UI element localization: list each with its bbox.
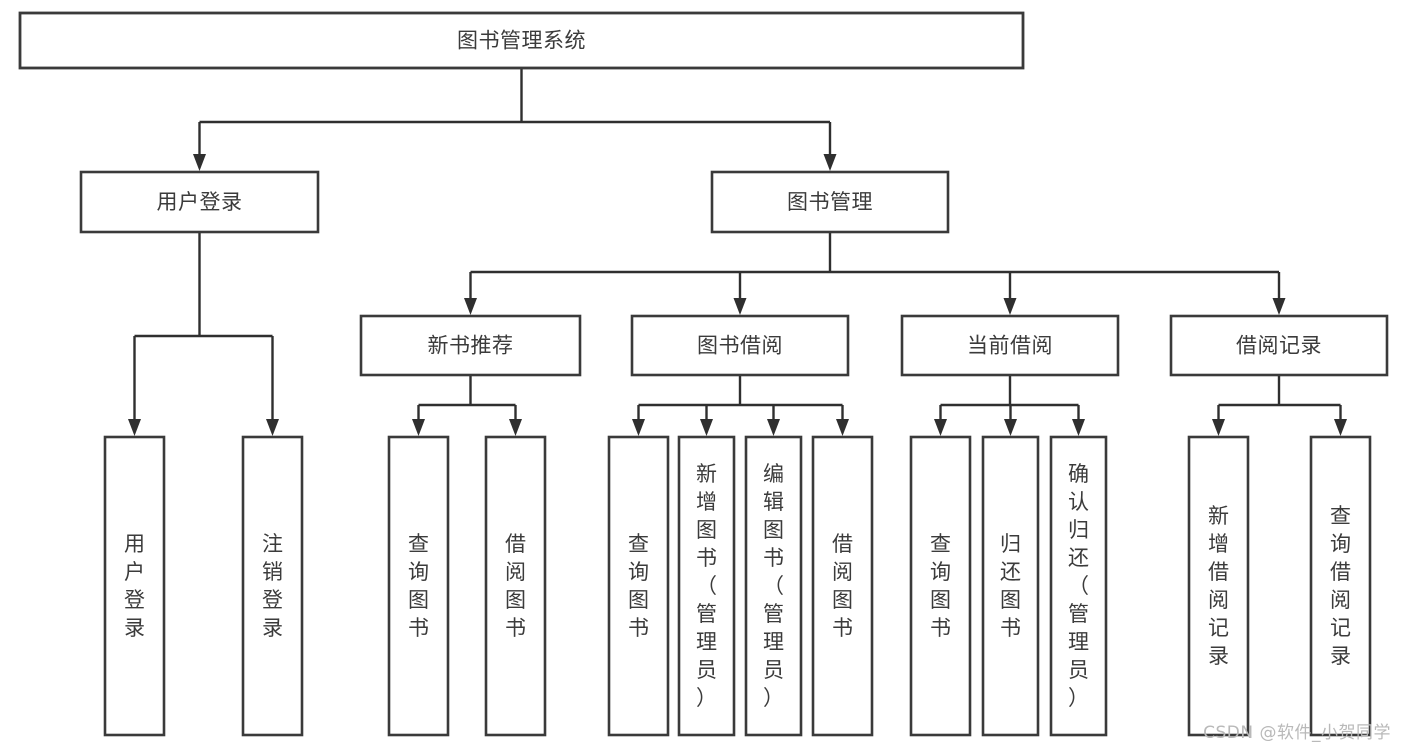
node-label: 当前借阅	[967, 334, 1053, 358]
node-label: 注销登录	[262, 532, 283, 640]
node-current-borrow[interactable]: 当前借阅	[900, 314, 1120, 377]
node-box[interactable]	[630, 314, 850, 377]
node-box[interactable]	[241, 435, 304, 737]
node-box[interactable]	[79, 170, 320, 234]
node-leaf-borrow-lend-book[interactable]: 借阅图书	[811, 435, 874, 737]
node-box[interactable]	[900, 314, 1120, 377]
node-box[interactable]	[677, 435, 736, 737]
node-label: 归还图书	[1000, 532, 1021, 640]
node-label: 用户登录	[124, 532, 145, 640]
node-label: 查询图书	[930, 532, 951, 640]
arrow-head-icon	[700, 419, 713, 436]
node-label: 查询图书	[408, 532, 429, 640]
connector-group-current-borrow	[934, 375, 1085, 436]
node-box[interactable]	[607, 435, 670, 737]
node-box[interactable]	[744, 435, 803, 737]
node-leaf-rec-add-record[interactable]: 新增借阅记录	[1187, 435, 1250, 737]
arrow-head-icon	[1003, 298, 1017, 315]
node-label: 图书管理系统	[457, 29, 586, 53]
arrow-head-icon	[266, 419, 279, 436]
node-label: 借阅图书	[505, 532, 526, 640]
connector-group-new-book-rec	[412, 375, 522, 436]
arrow-head-icon	[836, 419, 849, 436]
node-leaf-cur-confirm-return[interactable]: 确认归还（管理员）	[1049, 435, 1108, 737]
arrow-head-icon	[1072, 419, 1085, 436]
node-box[interactable]	[359, 314, 582, 377]
node-borrow-record[interactable]: 借阅记录	[1169, 314, 1389, 377]
node-label: 新增借阅记录	[1208, 504, 1229, 668]
node-root[interactable]: 图书管理系统	[18, 11, 1025, 70]
node-layer: 图书管理系统用户登录图书管理新书推荐图书借阅当前借阅借阅记录用户登录注销登录查询…	[18, 11, 1389, 737]
node-box[interactable]	[1049, 435, 1108, 737]
node-box[interactable]	[909, 435, 972, 737]
node-leaf-cur-return-book[interactable]: 归还图书	[981, 435, 1040, 737]
arrow-head-icon	[412, 419, 425, 436]
connector-group-borrow-record	[1212, 375, 1347, 436]
node-label: 新增图书（管理员）	[696, 462, 717, 710]
node-box[interactable]	[1187, 435, 1250, 737]
node-label: 借阅记录	[1236, 334, 1322, 358]
connector-group-root	[193, 68, 837, 171]
connector-group-user-login	[128, 232, 279, 436]
arrow-head-icon	[934, 419, 947, 436]
arrow-head-icon	[1334, 419, 1347, 436]
node-label: 编辑图书（管理员）	[763, 462, 784, 710]
arrow-head-icon	[823, 154, 837, 171]
node-label: 新书推荐	[428, 334, 514, 358]
node-leaf-cur-query-book[interactable]: 查询图书	[909, 435, 972, 737]
node-label: 查询图书	[628, 532, 649, 640]
node-box[interactable]	[981, 435, 1040, 737]
connector-group-book-borrow	[632, 375, 849, 436]
node-label: 图书借阅	[697, 334, 783, 358]
arrow-head-icon	[632, 419, 645, 436]
node-box[interactable]	[1169, 314, 1389, 377]
node-leaf-rec-borrow-book[interactable]: 借阅图书	[484, 435, 547, 737]
arrow-head-icon	[1272, 298, 1286, 315]
arrow-head-icon	[509, 419, 522, 436]
node-leaf-rec-query-record[interactable]: 查询借阅记录	[1309, 435, 1372, 737]
node-label: 用户登录	[157, 190, 243, 214]
node-leaf-user-login[interactable]: 用户登录	[103, 435, 166, 737]
node-box[interactable]	[18, 11, 1025, 70]
node-box[interactable]	[103, 435, 166, 737]
arrow-head-icon	[128, 419, 141, 436]
node-leaf-borrow-edit-book[interactable]: 编辑图书（管理员）	[744, 435, 803, 737]
node-leaf-user-logout[interactable]: 注销登录	[241, 435, 304, 737]
node-leaf-borrow-query-book[interactable]: 查询图书	[607, 435, 670, 737]
node-leaf-rec-query-book[interactable]: 查询图书	[387, 435, 450, 737]
connector-layer	[128, 68, 1347, 436]
arrow-head-icon	[1004, 419, 1017, 436]
node-box[interactable]	[811, 435, 874, 737]
node-label: 查询借阅记录	[1330, 504, 1351, 668]
arrow-head-icon	[733, 298, 747, 315]
arrow-head-icon	[767, 419, 780, 436]
arrow-head-icon	[1212, 419, 1225, 436]
node-book-borrow[interactable]: 图书借阅	[630, 314, 850, 377]
connector-group-book-manage	[464, 232, 1286, 315]
node-box[interactable]	[710, 170, 950, 234]
node-label: 借阅图书	[832, 532, 853, 640]
node-box[interactable]	[387, 435, 450, 737]
node-label: 图书管理	[787, 190, 873, 214]
node-label: 确认归还（管理员）	[1068, 462, 1089, 710]
node-book-manage[interactable]: 图书管理	[710, 170, 950, 234]
node-leaf-borrow-add-book[interactable]: 新增图书（管理员）	[677, 435, 736, 737]
node-new-book-rec[interactable]: 新书推荐	[359, 314, 582, 377]
node-box[interactable]	[1309, 435, 1372, 737]
node-box[interactable]	[484, 435, 547, 737]
arrow-head-icon	[464, 298, 477, 315]
node-user-login[interactable]: 用户登录	[79, 170, 320, 234]
arrow-head-icon	[193, 154, 206, 171]
